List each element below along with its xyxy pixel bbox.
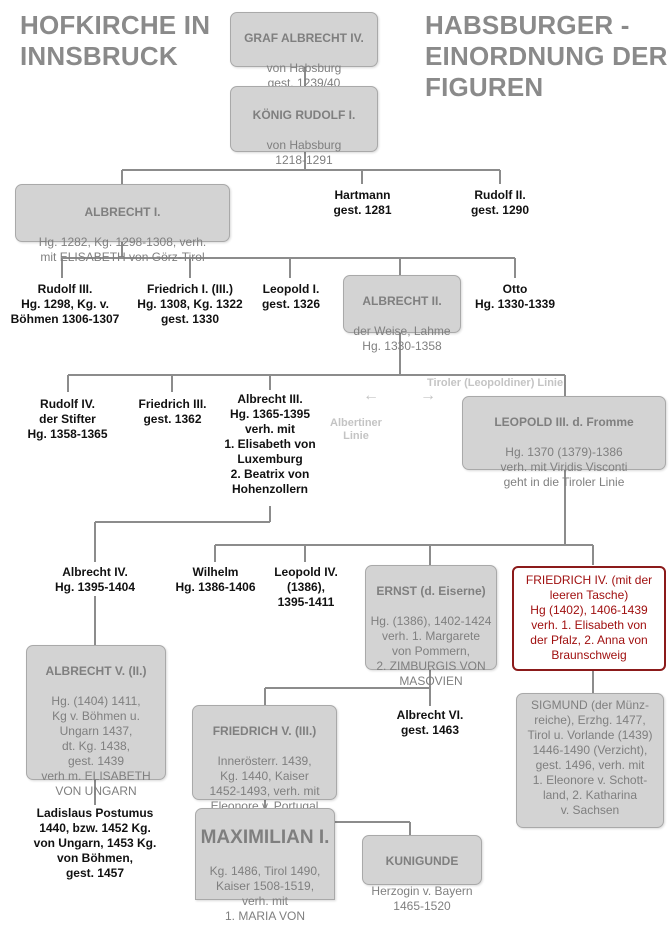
node-title: FRIEDRICH V. (III.) — [212, 724, 317, 738]
node-maximilian: MAXIMILIAN I. Kg. 1486, Tirol 1490, Kais… — [195, 808, 335, 923]
node-text: Kg. 1486, Tirol 1490, Kaiser 1508-1519, … — [209, 864, 321, 923]
tiroler-linie-note: Tiroler (Leopoldiner) Linie — [427, 377, 564, 389]
node-title: GRAF ALBRECHT IV. — [244, 31, 364, 45]
node-title: KUNIGUNDE — [385, 854, 459, 868]
node-graf-albrecht-iv: GRAF ALBRECHT IV. von Habsburg gest. 123… — [230, 12, 378, 90]
node-text: Hg. 1282, Kg. 1298-1308, verh. mit ELISA… — [38, 235, 207, 264]
node-sigmund: SIGMUND (der Münz- reiche), Erzhg. 1477,… — [516, 693, 664, 828]
node-ladislaus: Ladislaus Postumus 1440, bzw. 1452 Kg. v… — [33, 806, 157, 880]
node-text: von Habsburg 1218-1291 — [266, 138, 342, 167]
node-albrecht-vi: Albrecht VI. gest. 1463 — [396, 708, 464, 737]
node-wilhelm: Wilhelm Hg. 1386-1406 — [175, 565, 256, 594]
node-leopold-iv: Leopold IV. (1386), 1395-1411 — [274, 565, 338, 609]
heading-left: HOFKIRCHE IN INNSBRUCK — [20, 10, 211, 71]
node-title: ERNST (d. Eiserne) — [376, 584, 486, 598]
node-text: Hg. (1404) 1411, Kg v. Böhmen u. Ungarn … — [41, 694, 151, 798]
arrow-right-note: → — [420, 387, 436, 404]
node-rudolf-ii: Rudolf II. gest. 1290 — [470, 188, 530, 217]
node-text: Innerösterr. 1439, Kg. 1440, Kaiser 1452… — [209, 754, 320, 813]
node-title: MAXIMILIAN I. — [200, 827, 330, 848]
node-text: Herzogin v. Bayern 1465-1520 — [371, 884, 473, 913]
node-leopold-i: Leopold I. gest. 1326 — [261, 282, 321, 311]
node-leopold-iii: LEOPOLD III. d. Fromme Hg. 1370 (1379)-1… — [462, 396, 666, 489]
arrow-left-note: ← — [363, 387, 379, 404]
node-title: LEOPOLD III. d. Fromme — [494, 415, 634, 429]
node-rudolf-iv: Rudolf IV. der Stifter Hg. 1358-1365 — [27, 397, 108, 441]
node-albrecht-v: ALBRECHT V. (II.) Hg. (1404) 1411, Kg v.… — [26, 645, 166, 798]
node-friedrich-v: FRIEDRICH V. (III.) Innerösterr. 1439, K… — [192, 705, 337, 813]
node-friedrich-iv: FRIEDRICH IV. (mit der leeren Tasche) Hg… — [512, 566, 666, 671]
node-friedrich-i: Friedrich I. (III.) Hg. 1308, Kg. 1322 g… — [137, 282, 243, 326]
node-title: ALBRECHT I. — [84, 205, 161, 219]
node-title: ALBRECHT II. — [362, 294, 442, 308]
heading-right: HABSBURGER - EINORDNUNG DER FIGUREN — [425, 10, 668, 102]
node-otto: Otto Hg. 1330-1339 — [474, 282, 556, 311]
albertiner-linie-note: Albertiner Linie — [330, 417, 382, 442]
node-kunigunde: KUNIGUNDE Herzogin v. Bayern 1465-1520 — [362, 835, 482, 913]
node-text: Hg. 1370 (1379)-1386 verh. mit Viridis V… — [500, 445, 628, 489]
node-ernst: ERNST (d. Eiserne) Hg. (1386), 1402-1424… — [365, 565, 497, 688]
node-text: Hg. (1386), 1402-1424 verh. 1. Margarete… — [370, 614, 492, 688]
node-title: KÖNIG RUDOLF I. — [252, 108, 356, 122]
node-albrecht-i: ALBRECHT I. Hg. 1282, Kg. 1298-1308, ver… — [15, 184, 230, 264]
node-hartmann: Hartmann gest. 1281 — [333, 188, 392, 217]
node-rudolf-iii: Rudolf III. Hg. 1298, Kg. v. Böhmen 1306… — [10, 282, 120, 326]
family-tree-connectors — [61, 67, 594, 835]
node-albrecht-ii: ALBRECHT II. der Weise, Lahme Hg. 1330-1… — [343, 275, 461, 353]
node-text: der Weise, Lahme Hg. 1330-1358 — [353, 324, 451, 353]
node-friedrich-iii-a: Friedrich III. gest. 1362 — [138, 397, 207, 426]
node-title: ALBRECHT V. (II.) — [45, 664, 147, 678]
node-albrecht-iv: Albrecht IV. Hg. 1395-1404 — [54, 565, 136, 594]
node-rudolf-i: KÖNIG RUDOLF I. von Habsburg 1218-1291 — [230, 86, 378, 167]
node-albrecht-iii: Albrecht III. Hg. 1365-1395 verh. mit 1.… — [224, 392, 316, 496]
